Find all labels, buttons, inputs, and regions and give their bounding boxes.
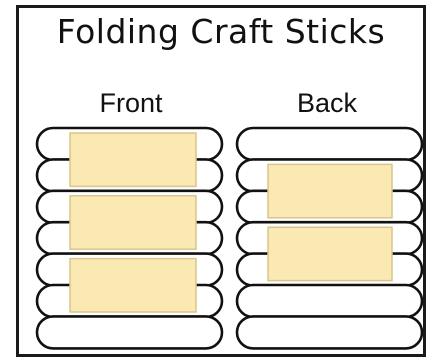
front-label-panel-1 — [69, 132, 197, 188]
back-column-label: Back — [296, 88, 358, 118]
front-label-panel-3 — [69, 257, 197, 313]
front-label-panel-2 — [69, 195, 197, 250]
diagram-title: Folding Craft Sticks — [56, 12, 386, 51]
front-stick-stack — [35, 126, 224, 350]
back-craft-stick-6 — [235, 283, 424, 319]
back-craft-stick-1 — [235, 126, 424, 162]
front-column-label: Front — [99, 88, 163, 118]
back-label-panel-1 — [267, 163, 393, 219]
back-stick-stack — [235, 126, 424, 350]
back-label-panel-2 — [267, 226, 393, 282]
back-craft-stick-7 — [235, 315, 424, 350]
front-craft-stick-7 — [35, 315, 224, 350]
